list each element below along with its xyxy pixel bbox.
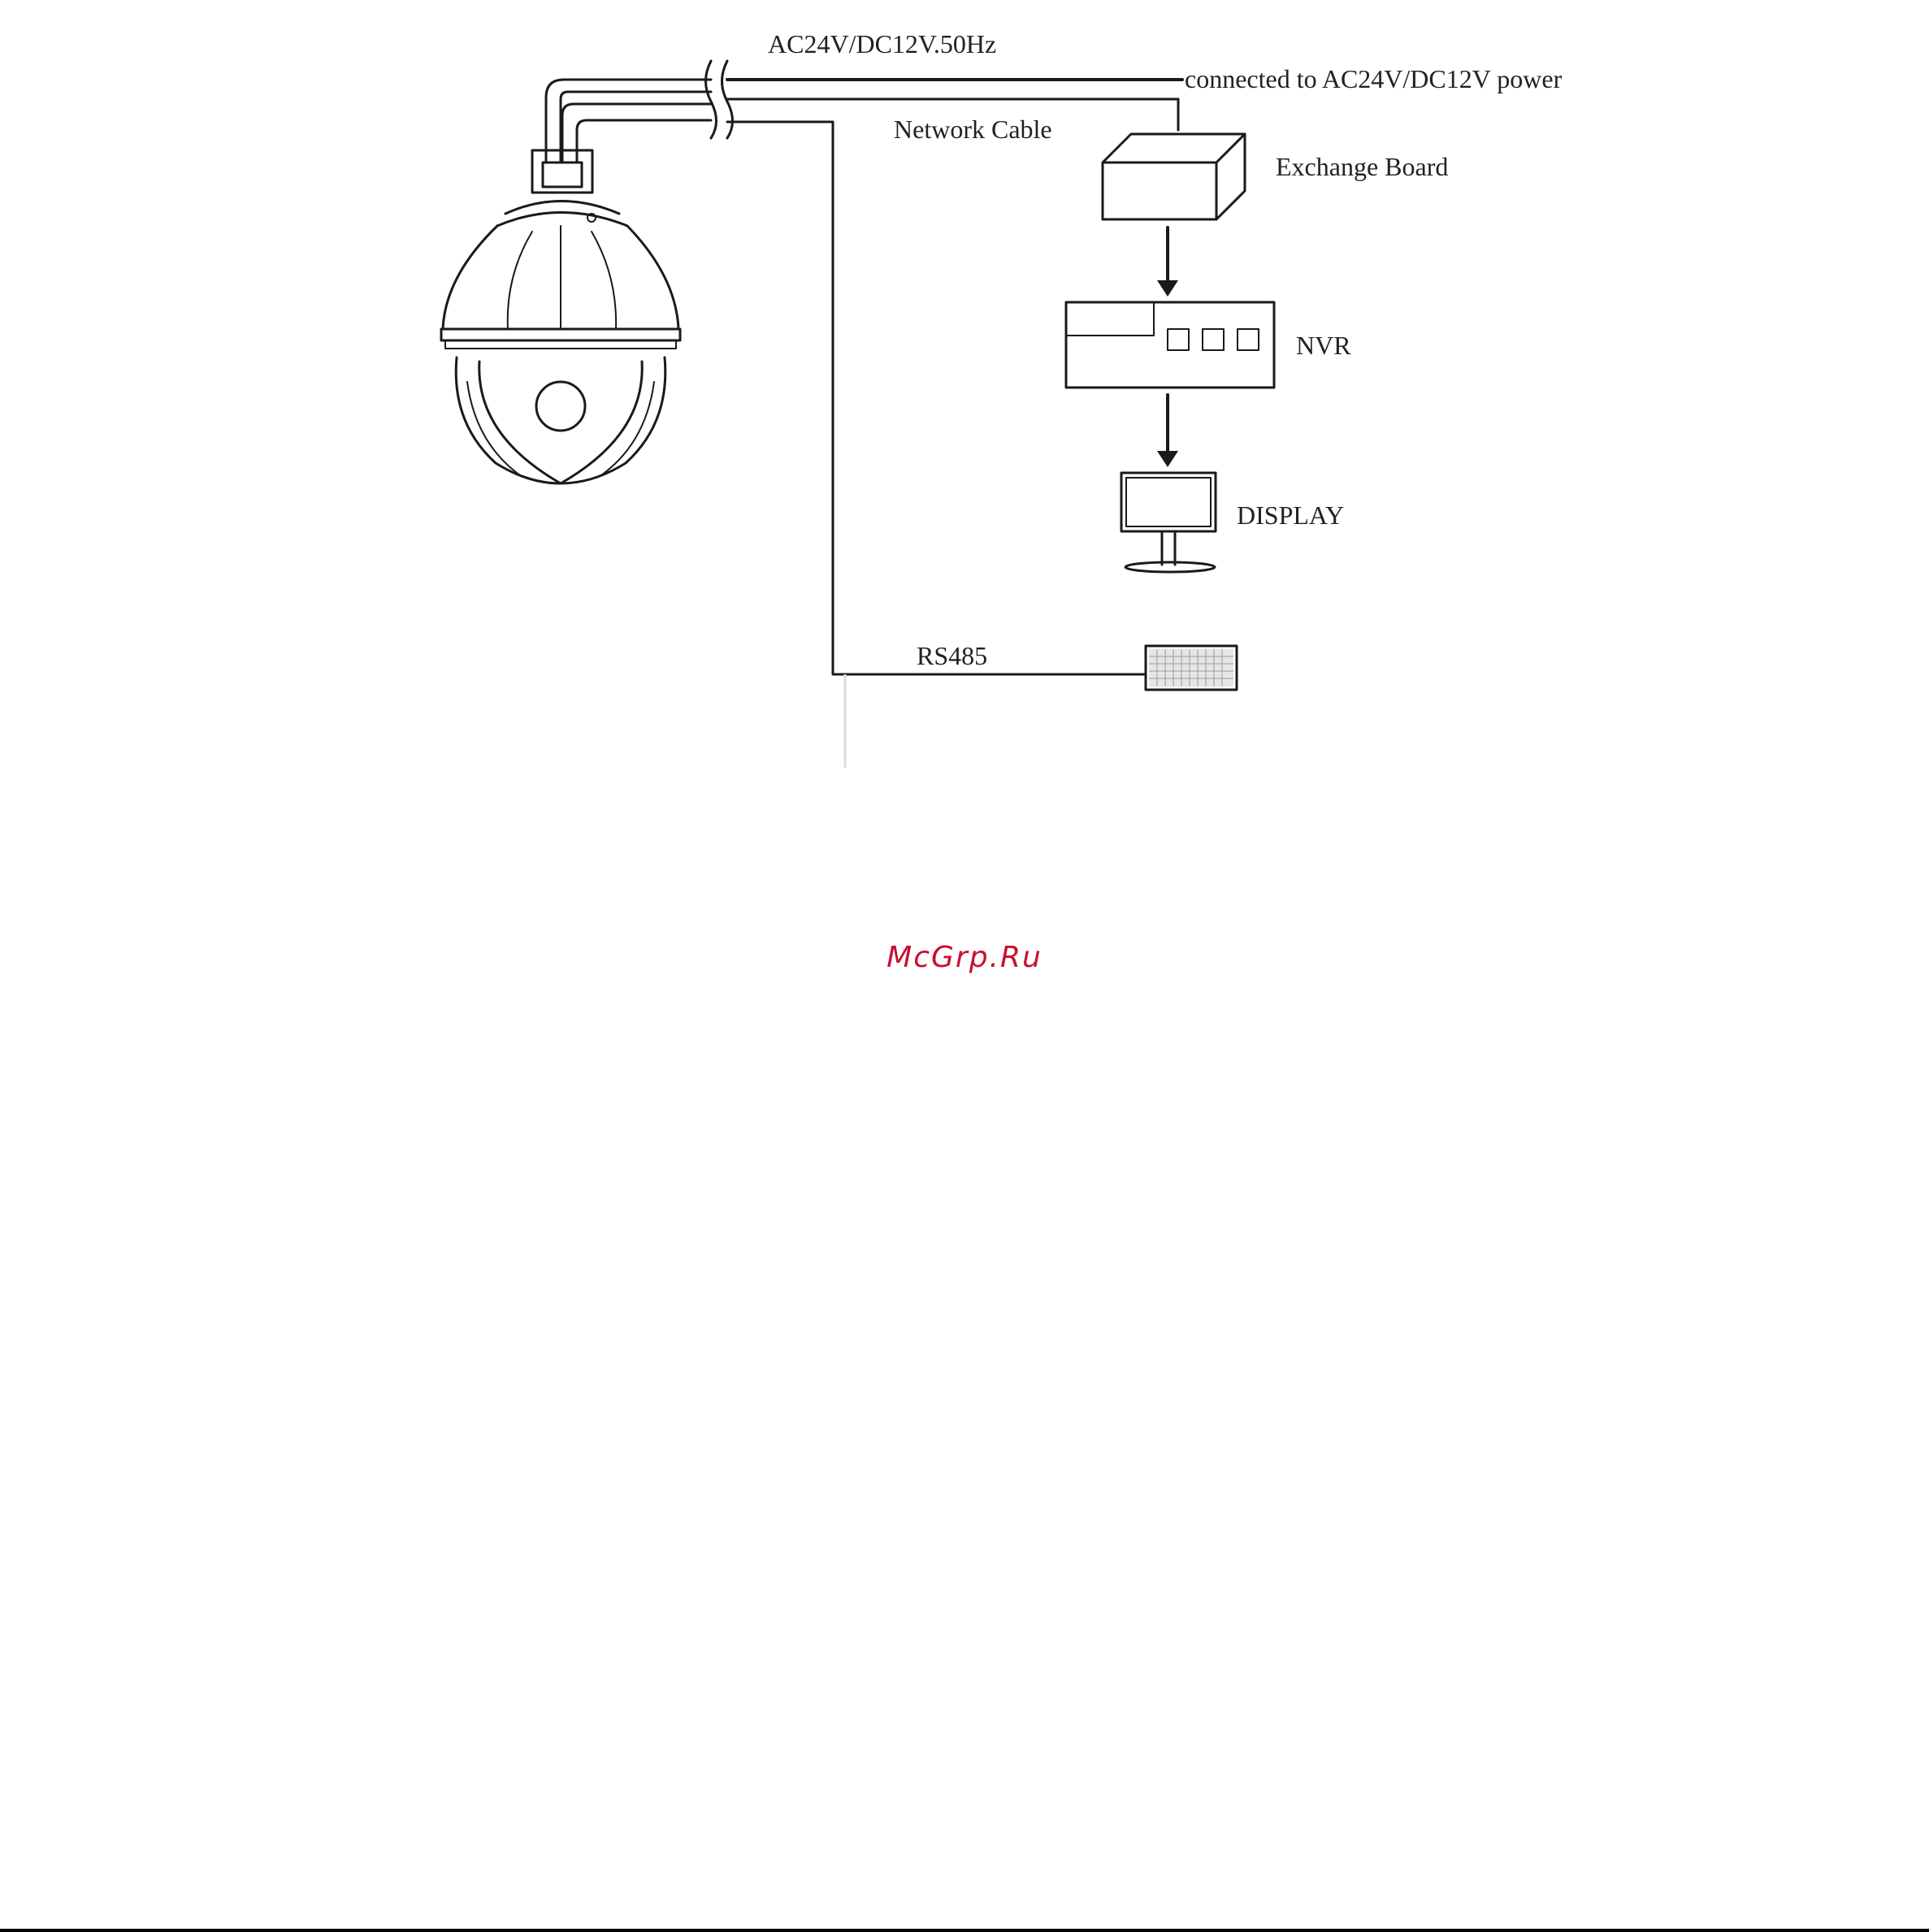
display-monitor: [1121, 473, 1216, 572]
rs485-line: [727, 122, 1146, 674]
exchange-board: [1103, 134, 1245, 219]
watermark: McGrp.Ru: [0, 941, 1929, 974]
footer-rule: [0, 1929, 1929, 1932]
arrowhead-nvr-to-display: [1157, 451, 1178, 467]
label-nvr: NVR: [1296, 331, 1351, 360]
label-network-cable: Network Cable: [894, 115, 1052, 144]
camera-cables: [546, 61, 733, 162]
label-power-spec: AC24V/DC12V.50Hz: [768, 29, 996, 58]
label-exchange-board: Exchange Board: [1276, 152, 1448, 181]
nvr-device: [1066, 302, 1274, 388]
label-power-source: connected to AC24V/DC12V power: [1185, 64, 1563, 93]
rs485-keyboard: [1146, 646, 1237, 690]
arrowhead-exchange-to-nvr: [1157, 280, 1178, 297]
label-rs485: RS485: [917, 641, 987, 670]
label-display: DISPLAY: [1237, 500, 1344, 530]
speed-dome-camera: [441, 150, 680, 483]
